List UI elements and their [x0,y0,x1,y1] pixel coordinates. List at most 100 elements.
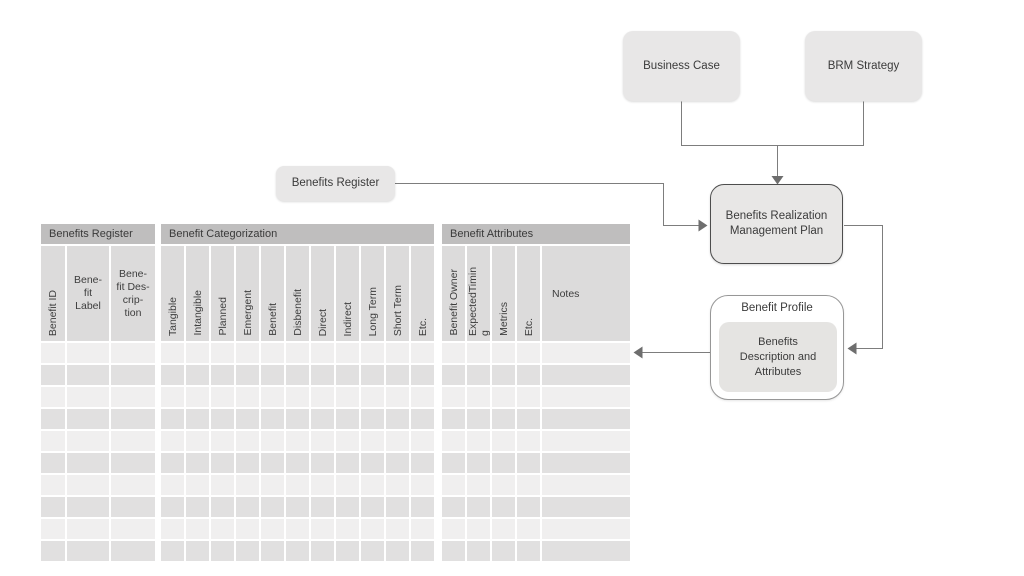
table-cell-empty [261,475,284,495]
table-cell-empty [542,519,630,539]
col-header-benefit: Benefit [261,246,284,341]
table-cell-empty [361,343,384,363]
table-cell-empty [286,541,309,561]
table-cell-empty [442,365,465,385]
table-cell-empty [211,365,234,385]
table-cell-empty [492,409,515,429]
group-gap [436,246,440,341]
table-cell-empty [161,409,184,429]
edge-benefitsregister-brmplan [395,183,699,226]
table-cell-empty [411,409,434,429]
table-body [41,343,630,561]
table-row [41,453,630,473]
table-row [41,387,630,407]
table-cell-empty [492,519,515,539]
table-row [41,519,630,539]
table-cell-empty [336,519,359,539]
table-cell-empty [111,343,155,363]
table-cell-empty [161,453,184,473]
table-cell-empty [361,453,384,473]
table-cell-empty [161,541,184,561]
business-case-label: Business Case [643,59,720,72]
table-cell-empty [186,497,209,517]
table-cell-empty [67,431,109,451]
benefit-profile-title: Benefit Profile [741,302,813,314]
table-cell-empty [386,431,409,451]
col-header-expected-timing: ExpectedTiming [467,246,491,341]
table-cell-empty [311,343,334,363]
arrowhead-left-benefitprofile [847,342,857,355]
table-cell-empty [286,431,309,451]
table-cell-empty [411,365,434,385]
table-cell-empty [336,365,359,385]
table-cell-empty [211,343,234,363]
table-cell-empty [361,497,384,517]
table-cell-empty [286,453,309,473]
table-cell-empty [361,365,384,385]
table-cell-empty [261,453,284,473]
business-case-node: Business Case [623,31,740,101]
table-cell-empty [542,541,630,561]
table-cell-empty [67,541,109,561]
table-cell-empty [311,453,334,473]
table-cell-empty [492,475,515,495]
table-cell-empty [111,497,155,517]
table-cell-empty [261,431,284,451]
arrowhead-left-table [633,346,643,359]
table-cell-empty [517,343,540,363]
table-cell-empty [336,475,359,495]
table-cell-empty [186,453,209,473]
table-cell-empty [386,387,409,407]
table-cell-empty [161,343,184,363]
table-cell-empty [517,519,540,539]
table-cell-empty [311,541,334,561]
table-cell-empty [467,409,490,429]
table-cell-empty [492,431,515,451]
table-cell-empty [236,475,259,495]
table-cell-empty [236,409,259,429]
table-cell-empty [361,475,384,495]
table-cell-empty [286,343,309,363]
table-cell-empty [411,497,434,517]
col-header-benefit-label: Bene-fit Label [67,246,109,341]
table-cell-empty [336,453,359,473]
table-cell-empty [467,497,490,517]
group-gap [157,246,159,341]
brm-plan-label: Benefits Realization Management Plan [725,210,828,237]
table-cell-empty [111,519,155,539]
table-cell-empty [311,475,334,495]
table-cell-empty [236,343,259,363]
table-cell-empty [261,497,284,517]
table-cell-empty [211,541,234,561]
table-cell-empty [517,409,540,429]
table-cell-empty [261,365,284,385]
table-cell-empty [211,497,234,517]
brm-plan-node: Benefits Realization Management Plan [710,184,843,264]
table-cell-empty [67,453,109,473]
table-cell-empty [67,475,109,495]
benefits-register-label: Benefits Register [291,177,380,189]
table-cell-empty [542,409,630,429]
table-cell-empty [311,519,334,539]
col-header-emergent: Emergent [236,246,259,341]
table-cell-empty [186,541,209,561]
table-cell-empty [361,431,384,451]
table-cell-empty [67,519,109,539]
table-cell-empty [386,365,409,385]
table-cell-empty [542,453,630,473]
group-gap [436,224,440,244]
col-header-tangible: Tangible [161,246,184,341]
col-header-long-term: Long Term [361,246,384,341]
table-cell-empty [311,431,334,451]
table-row [41,409,630,429]
col-header-etc-2: Etc. [517,246,540,341]
table-cell-empty [261,409,284,429]
table-cell-empty [286,365,309,385]
table-cell-empty [542,365,630,385]
table-cell-empty [261,387,284,407]
table-cell-empty [286,475,309,495]
benefit-profile-inner-label: Benefits Description and Attributes [739,335,817,378]
table-row [41,475,630,495]
table-cell-empty [492,453,515,473]
table-cell-empty [442,409,465,429]
